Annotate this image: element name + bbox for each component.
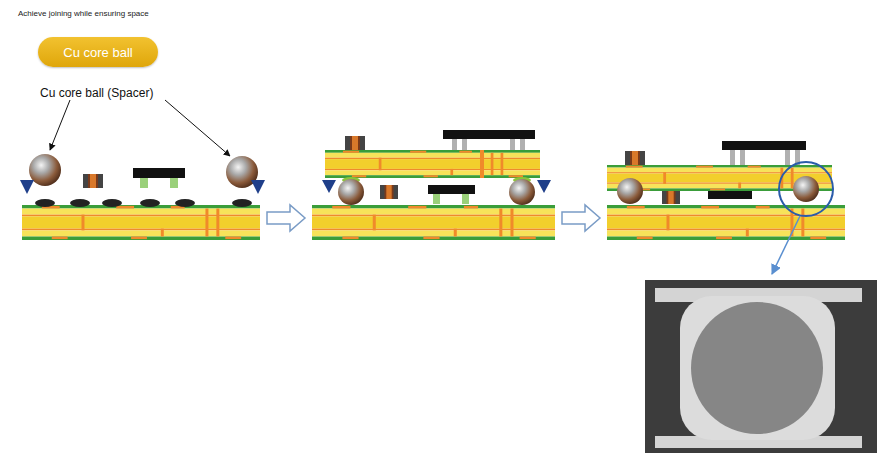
placement-arrow: [537, 180, 551, 193]
cu-core-ball: [509, 179, 535, 205]
ic-lead: [740, 150, 745, 165]
placement-arrow: [251, 180, 265, 194]
leader-line: [772, 216, 800, 274]
via: [480, 150, 484, 178]
ic-lead: [452, 139, 457, 150]
ic-lead: [785, 150, 790, 165]
ic-package: [428, 185, 475, 194]
ic-package: [722, 141, 806, 150]
solder-paste: [35, 199, 55, 207]
node-label: Cu core ball: [63, 45, 132, 60]
placement-arrow: [20, 180, 34, 194]
ic-package: [443, 130, 535, 139]
callout-label: Cu core ball (Spacer): [40, 86, 153, 100]
ic-lead: [520, 139, 525, 150]
leader-line: [50, 100, 70, 150]
chip-capacitor: [380, 185, 398, 199]
ic-lead: [462, 194, 469, 204]
chip-capacitor: [345, 136, 365, 150]
ic-package: [708, 191, 752, 199]
cu-core-ball: [29, 154, 61, 186]
process-arrow: [562, 205, 600, 231]
leader-line: [165, 100, 230, 156]
placement-arrow: [322, 180, 336, 193]
ic-lead: [462, 139, 467, 150]
solder-fillet: [680, 296, 835, 440]
solder-paste: [140, 199, 160, 207]
pill-badge: Cu core ball: [38, 37, 158, 67]
ic-lead: [510, 139, 515, 150]
cu-core-ball: [338, 179, 364, 205]
cu-core: [691, 302, 823, 434]
ic-lead: [170, 178, 178, 188]
ic-lead: [730, 150, 735, 165]
chip-capacitor: [662, 191, 680, 204]
ic-package: [133, 168, 185, 178]
cross-section-photo: [645, 280, 877, 453]
solder-paste: [70, 199, 90, 207]
solder-paste: [102, 199, 122, 207]
photo-background: [645, 280, 877, 453]
circuit-board: [312, 205, 555, 240]
chip-capacitor: [625, 151, 645, 165]
panel-stacking: [312, 130, 555, 240]
highlight-circle: [779, 162, 833, 216]
circuit-board: [607, 205, 845, 240]
panel-joined: [607, 141, 845, 274]
panel-before: [20, 100, 265, 240]
circuit-board: [325, 150, 540, 178]
cu-core-ball: [617, 178, 643, 204]
circuit-board: [22, 205, 260, 240]
ic-lead: [140, 178, 148, 188]
diagram-title: Achieve joining while ensuring space: [18, 9, 149, 18]
ic-lead: [433, 194, 440, 204]
process-arrow: [267, 205, 305, 231]
solder-paste: [175, 199, 195, 207]
solder-paste: [232, 199, 252, 207]
chip-capacitor: [83, 174, 103, 188]
cu-core-ball: [793, 176, 819, 202]
